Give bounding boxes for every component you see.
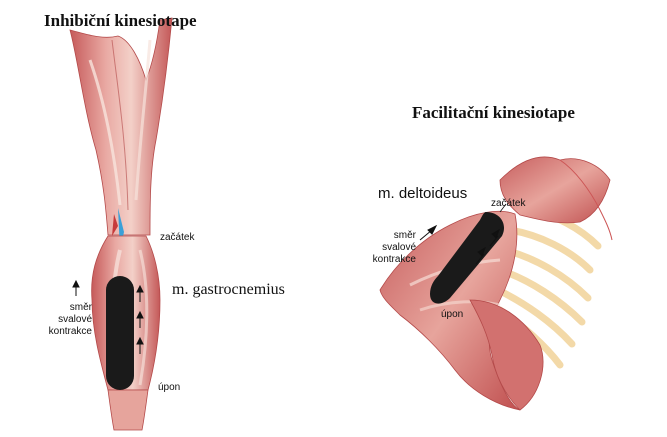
contraction-arrows-left bbox=[72, 279, 144, 354]
left-panel-title: Inhibiční kinesiotape bbox=[44, 11, 197, 30]
kinesiotape-strip-right bbox=[430, 212, 505, 304]
right-direction-line-1: směr bbox=[393, 230, 416, 241]
right-insertion-label: úpon bbox=[441, 309, 464, 320]
right-muscle-label: m. deltoideus bbox=[378, 185, 468, 202]
right-direction-line-3: kontrakce bbox=[372, 254, 416, 265]
left-direction-line-3: kontrakce bbox=[48, 326, 92, 337]
right-panel-title: Facilitační kinesiotape bbox=[412, 103, 575, 122]
left-muscle-label: m. gastrocnemius bbox=[172, 281, 285, 298]
left-direction-line-2: svalové bbox=[58, 314, 92, 325]
right-origin-label: začátek bbox=[491, 198, 526, 209]
left-direction-line-1: směr bbox=[69, 302, 92, 313]
right-direction-label: směr svalové kontrakce bbox=[364, 230, 416, 266]
contraction-arrows-right bbox=[419, 203, 507, 265]
right-direction-line-2: svalové bbox=[382, 242, 416, 253]
left-insertion-label: úpon bbox=[158, 382, 181, 393]
left-direction-label: směr svalové kontrakce bbox=[40, 302, 92, 338]
kinesiotape-strip-left bbox=[106, 276, 134, 390]
left-origin-label: začátek bbox=[160, 232, 195, 243]
